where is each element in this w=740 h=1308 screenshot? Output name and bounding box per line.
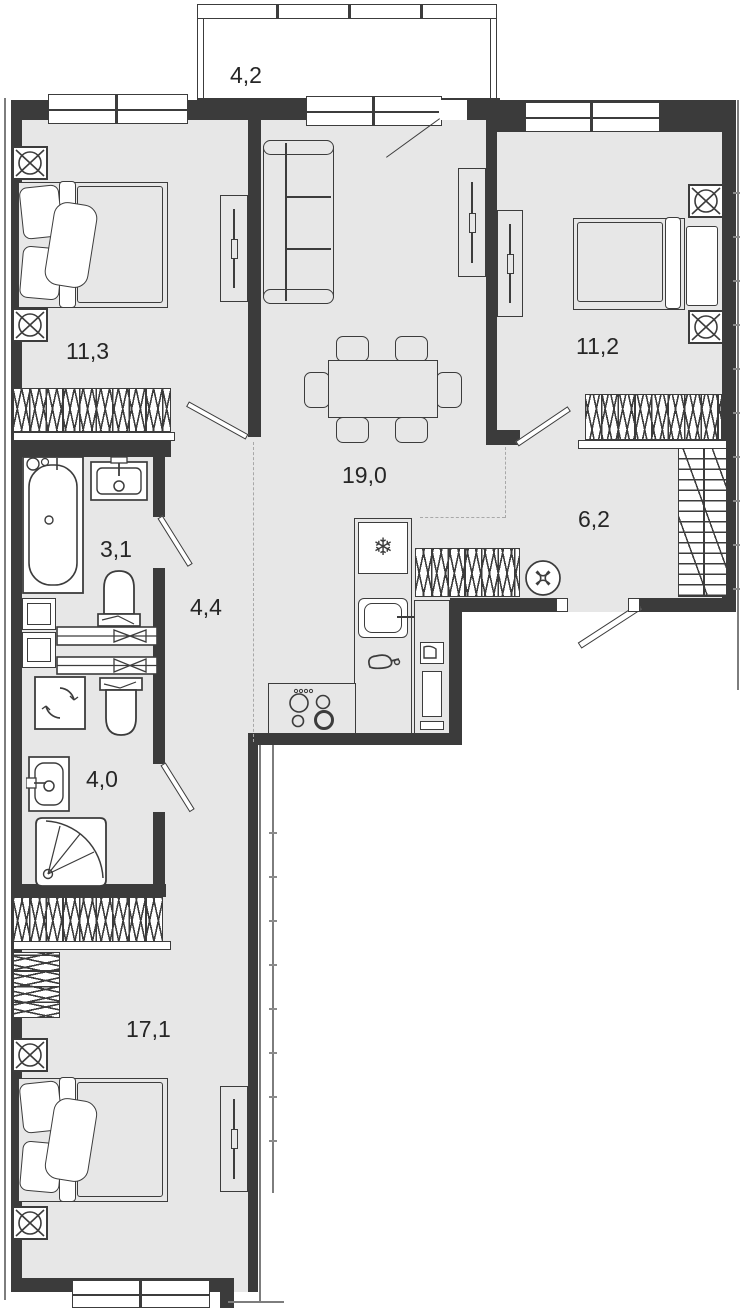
kettle-icon [362, 650, 402, 672]
balcony-door-opening [439, 100, 467, 120]
dining-chair [336, 336, 369, 362]
tv-console-bedroom-top-left [220, 195, 248, 302]
closet-hallway [678, 448, 727, 597]
wall-bedroomTL-living [248, 112, 261, 437]
shaft-cabinet [22, 632, 56, 668]
fridge: ❄ [358, 522, 408, 574]
dining-chair [304, 372, 330, 408]
room-label-bathroom-large: 4,0 [86, 766, 118, 792]
room-label-bedroom-top-left: 11,3 [66, 338, 110, 364]
balcony-glazing-top [197, 4, 497, 19]
wall-bedroomTR-door-stub [486, 430, 520, 445]
tv-console-living [458, 168, 486, 277]
shaft-cabinet [22, 598, 56, 630]
wall-bathroom-small-top [11, 440, 171, 457]
vent-box-icon [12, 308, 48, 342]
wall-bath-right-c [153, 812, 165, 890]
dashed-hall-living-v [505, 447, 506, 518]
window-bedroom-top-right [525, 102, 660, 132]
kitchen-counter-bottom [268, 683, 356, 734]
snowflake-icon: ❄ [372, 534, 394, 561]
wardrobe-base-bottom [13, 941, 171, 950]
wall-bath-right-b [153, 568, 165, 764]
cabinet-shelf [420, 721, 444, 730]
bathroom-sink-large [26, 756, 70, 812]
outside-line-3 [228, 1301, 284, 1303]
entrance-jamb-left [556, 598, 568, 612]
sofa [263, 140, 334, 304]
wall-hall-bottom-right [638, 598, 736, 612]
room-label-bedroom-bottom: 17,1 [126, 1016, 171, 1042]
tv-console-bedroom-top-right [497, 210, 523, 317]
cabinet-drawer [422, 671, 442, 717]
bed-top-right [573, 217, 685, 310]
wall-living-bedroomTR [486, 112, 497, 445]
wall-hall-bottom-left [450, 598, 560, 612]
dining-chair [336, 417, 369, 443]
wardrobe-bedroom-bottom-top [13, 897, 163, 942]
room-label-balcony: 4,2 [230, 62, 262, 88]
window-living [306, 96, 442, 126]
wardrobe-base-top-right [578, 440, 727, 449]
wall-bathroom-large-bottom [11, 884, 166, 897]
vent-duct [56, 626, 158, 646]
dashed-corridor-living [253, 442, 254, 742]
outer-edge-left [4, 98, 6, 1300]
room-label-bathroom-small: 3,1 [100, 536, 132, 562]
tv-console-bedroom-bottom [220, 1086, 248, 1192]
wardrobe-base-top-left [13, 432, 175, 441]
wall-left [11, 100, 22, 1292]
vent-box-icon [688, 184, 724, 218]
toilet-small [96, 568, 142, 634]
kitchen-tall-cabinet [414, 600, 450, 734]
shower-tray [34, 816, 108, 888]
nightstand-panel-top-right [686, 226, 718, 306]
dining-chair [395, 417, 428, 443]
wall-bath-right-a [153, 457, 165, 517]
room-label-corridor: 4,4 [190, 594, 222, 620]
washing-machine [34, 676, 86, 730]
balcony-wall-right [490, 6, 497, 100]
dining-chair [436, 372, 462, 408]
dining-chair [395, 336, 428, 362]
fan-fixture-icon [523, 558, 563, 598]
wall-bedroom-bottom-right [248, 733, 258, 1292]
wall-kitchen-right [450, 600, 462, 745]
dining-table [328, 360, 438, 418]
room-label-bedroom-top-right: 11,2 [576, 333, 620, 359]
window-bedroom-bottom [72, 1280, 210, 1308]
vent-box-icon [688, 310, 724, 344]
kitchen-sink [358, 598, 419, 638]
wardrobe-bedroom-top-right [585, 394, 722, 440]
wardrobe-bedroom-bottom-side [13, 952, 60, 1018]
outside-line-1 [259, 745, 261, 1302]
entrance-jamb-right [628, 598, 640, 612]
bathtub [22, 456, 84, 594]
window-bedroom-top-left [48, 94, 188, 124]
room-label-living: 19,0 [342, 462, 387, 488]
vent-box-icon [12, 1038, 48, 1072]
vent-duct [56, 656, 158, 675]
balcony-wall-left [197, 6, 204, 100]
dashed-hall-living-h [420, 517, 505, 518]
wardrobe-bedroom-top-left [13, 388, 171, 432]
microwave [420, 642, 444, 664]
toilet-large [98, 676, 144, 740]
dimension-ticks-right [733, 150, 740, 610]
room-label-hallway: 6,2 [578, 506, 610, 532]
bathroom-sink-small [90, 456, 148, 502]
vent-box-icon [12, 146, 48, 180]
wall-kitchen-bottom [252, 733, 462, 745]
wall-bottom-corner [220, 1278, 234, 1308]
stove-icon [289, 688, 334, 730]
bed-bottom [18, 1077, 168, 1202]
dimension-ticks-bottom [269, 790, 277, 1170]
bed-top-left [18, 181, 168, 308]
vent-box-icon [12, 1206, 48, 1240]
wardrobe-hallway [415, 548, 520, 597]
